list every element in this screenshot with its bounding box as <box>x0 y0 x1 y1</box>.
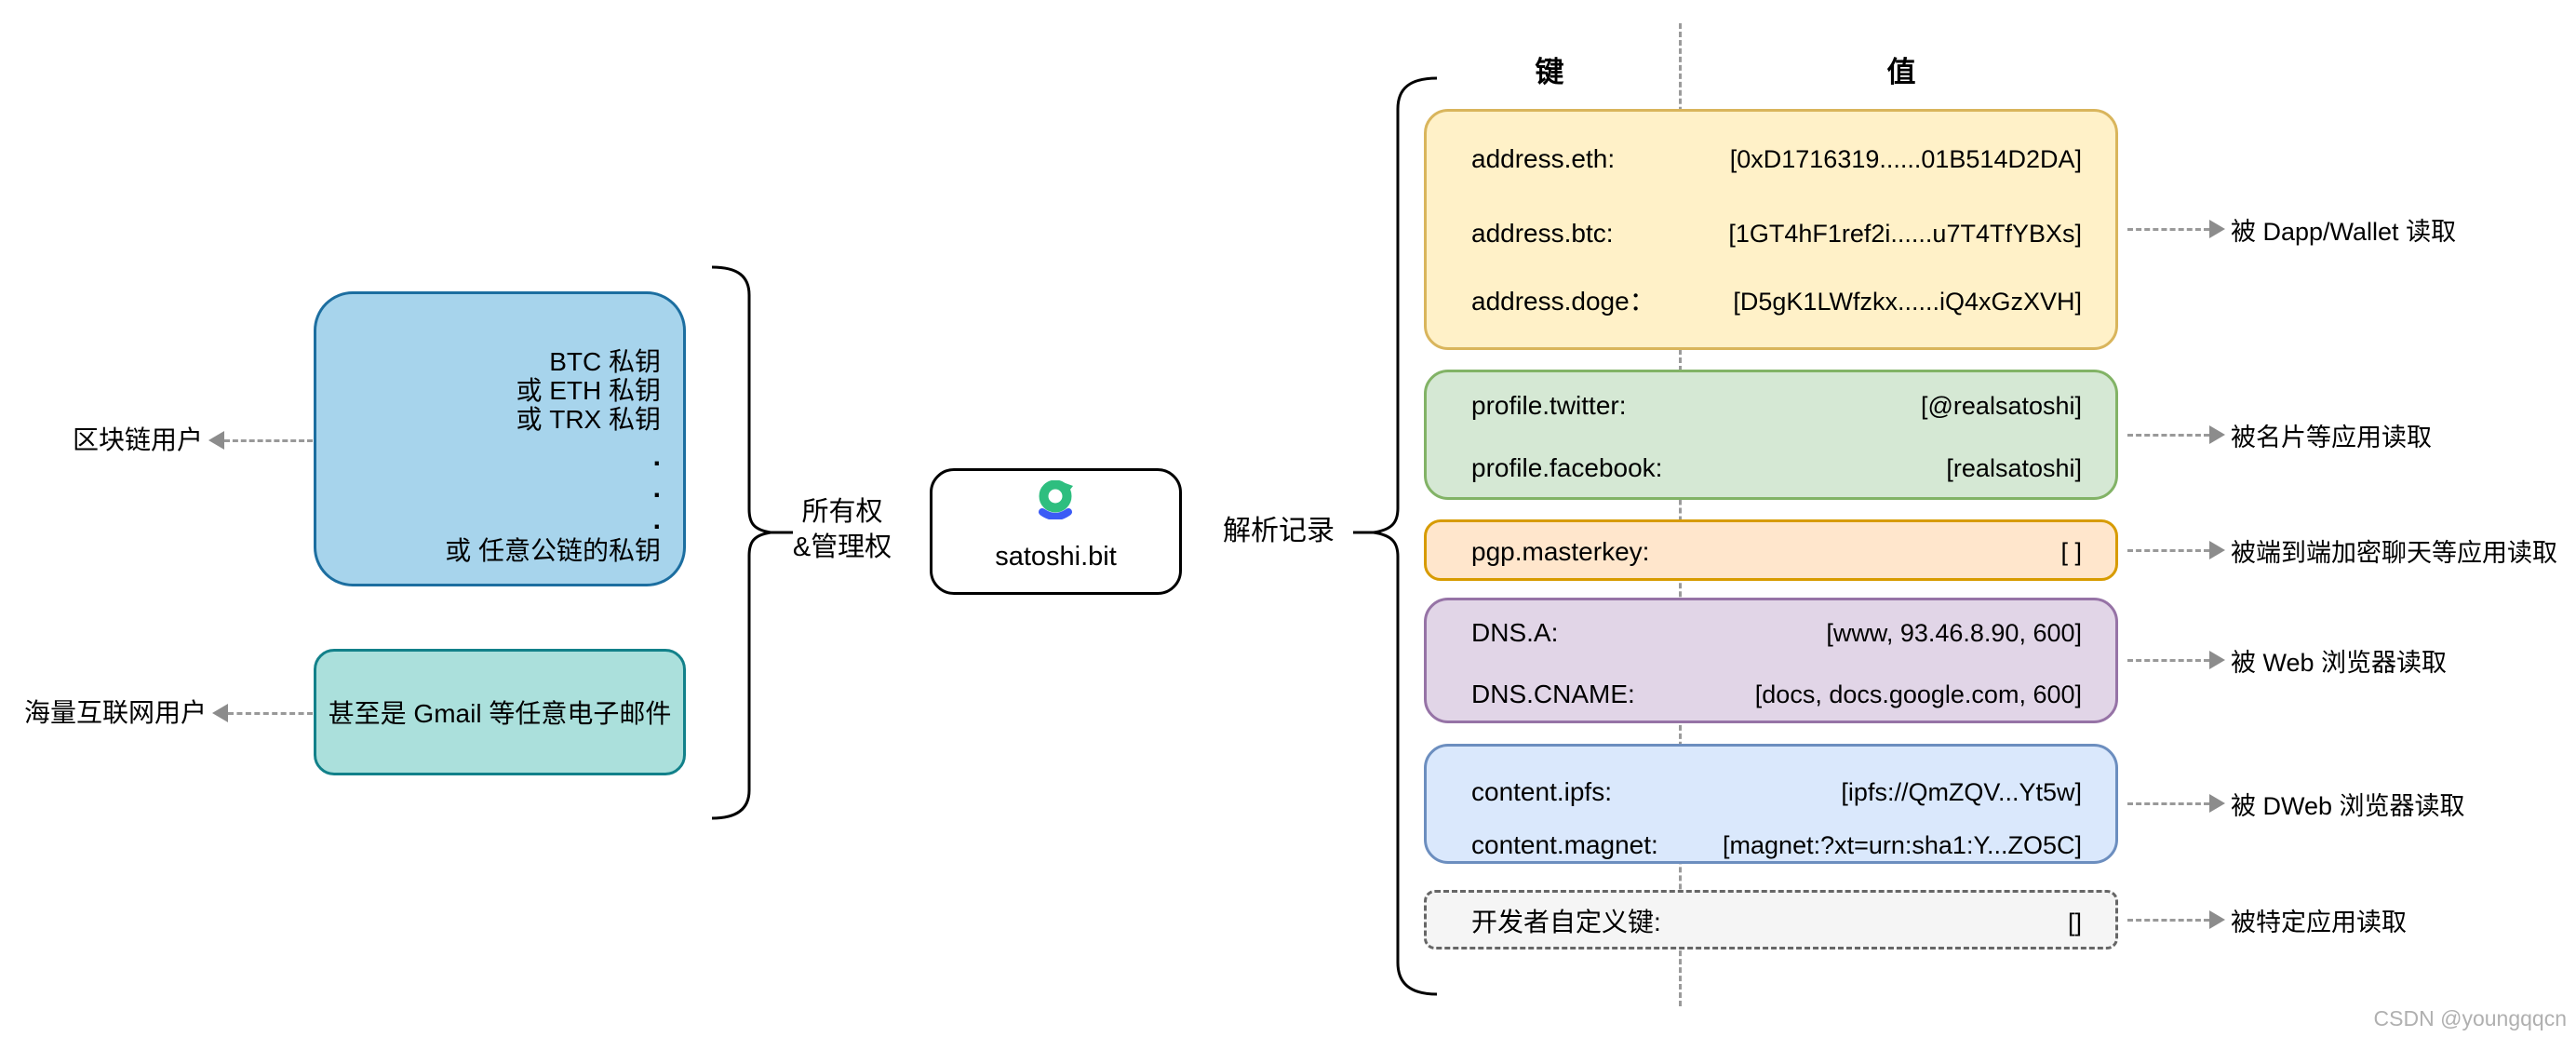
record-value: [ ] <box>2060 538 2082 566</box>
reader-label: 被 Web 浏览器读取 <box>2231 648 2448 677</box>
reader-label: 被名片等应用读取 <box>2231 423 2432 451</box>
reader-label: 被端到端加密聊天等应用读取 <box>2231 538 2557 567</box>
record-row: DNS.CNAME: [docs, docs.google.com, 600] <box>1427 678 2115 711</box>
record-group-pgp: pgp.masterkey: [ ] <box>1424 519 2118 581</box>
record-group-addresses: address.eth: [0xD1716319......01B514D2DA… <box>1424 109 2118 350</box>
record-key: address.eth: <box>1471 144 1616 173</box>
record-value: [0xD1716319......01B514D2DA] <box>1729 145 2082 173</box>
arrow-to-internet-user <box>212 704 313 722</box>
email-box-text: 甚至是 Gmail 等任意电子邮件 <box>328 699 672 728</box>
record-row: 开发者自定义键: [] <box>1427 906 2115 939</box>
email-box: 甚至是 Gmail 等任意电子邮件 <box>314 649 686 775</box>
record-row: DNS.A: [www, 93.46.8.90, 600] <box>1427 616 2115 650</box>
reader-label: 被 DWeb 浏览器读取 <box>2231 791 2465 820</box>
record-value: [@realsatoshi] <box>1921 392 2082 420</box>
dashed-line <box>2127 227 2209 231</box>
arrowhead-left-icon <box>208 431 224 450</box>
reader-label: 被 Dapp/Wallet 读取 <box>2231 217 2457 246</box>
csdn-watermark: CSDN @youngqqcn <box>2373 1006 2567 1030</box>
record-row: content.ipfs: [ipfs://QmZQV...Yt5w] <box>1427 775 2115 809</box>
arrowhead-left-icon <box>212 704 228 722</box>
record-value: [] <box>2067 909 2082 936</box>
ownership-line1: 所有权 <box>801 497 883 527</box>
key-header: 键 <box>1535 56 1564 88</box>
blockchain-user-label: 区块链用户 <box>72 425 203 454</box>
private-key-line: 或 任意公链的私钥 <box>445 536 661 565</box>
reader-arrow-custom: 被特定应用读取 <box>2127 903 2407 936</box>
record-key: 开发者自定义键: <box>1471 908 1661 936</box>
reader-arrow-dweb: 被 DWeb 浏览器读取 <box>2127 787 2465 820</box>
record-value: [1GT4hF1ref2i......u7T4TfYBXs] <box>1728 220 2082 248</box>
arrowhead-right-icon <box>2209 425 2225 444</box>
record-value: [realsatoshi] <box>1946 454 2082 482</box>
record-key: content.ipfs: <box>1471 777 1612 806</box>
reader-label: 被特定应用读取 <box>2231 908 2407 936</box>
record-group-custom: 开发者自定义键: [] <box>1424 890 2118 949</box>
ellipsis-dot: . <box>652 441 661 472</box>
record-group-profiles: profile.twitter: [@realsatoshi] profile.… <box>1424 370 2118 500</box>
arrowhead-right-icon <box>2209 220 2225 238</box>
record-row: address.doge： [D5gK1LWfzkx......iQ4xGzXV… <box>1427 285 2115 318</box>
reader-arrow-web: 被 Web 浏览器读取 <box>2127 643 2447 677</box>
reader-arrow-pgp: 被端到端加密聊天等应用读取 <box>2127 533 2557 567</box>
bit-logo-icon <box>1038 480 1073 519</box>
record-key: pgp.masterkey: <box>1471 537 1650 566</box>
dashed-line <box>224 438 313 442</box>
dashed-line <box>2127 548 2209 552</box>
arrowhead-right-icon <box>2209 794 2225 813</box>
record-value: [ipfs://QmZQV...Yt5w] <box>1841 778 2082 806</box>
record-row: address.btc: [1GT4hF1ref2i......u7T4TfYB… <box>1427 217 2115 250</box>
record-value: [magnet:?xt=urn:sha1:Y...ZO5C] <box>1723 831 2082 859</box>
domain-box: satoshi.bit <box>930 468 1182 595</box>
domain-name: satoshi.bit <box>995 542 1117 572</box>
ellipsis-dot: . <box>652 505 661 535</box>
ownership-brace <box>711 265 771 820</box>
record-key: address.doge： <box>1471 287 1656 316</box>
record-group-content: content.ipfs: [ipfs://QmZQV...Yt5w] cont… <box>1424 744 2118 864</box>
record-key: address.btc: <box>1471 219 1614 248</box>
record-value: [docs, docs.google.com, 600] <box>1754 680 2082 708</box>
internet-user-label: 海量互联网用户 <box>23 698 207 727</box>
dashed-line <box>2127 658 2209 662</box>
key-value-divider <box>1679 23 1682 1006</box>
record-key: profile.facebook: <box>1471 453 1663 482</box>
record-key: DNS.CNAME: <box>1471 680 1635 708</box>
ownership-line2: &管理权 <box>792 532 892 562</box>
record-row: profile.twitter: [@realsatoshi] <box>1427 389 2115 423</box>
private-key-line: BTC 私钥 <box>549 347 661 376</box>
record-key: content.magnet: <box>1471 830 1658 859</box>
dashed-line <box>2127 801 2209 805</box>
record-key: profile.twitter: <box>1471 391 1627 420</box>
record-row: profile.facebook: [realsatoshi] <box>1427 451 2115 485</box>
private-key-box: BTC 私钥 或 ETH 私钥 或 TRX 私钥 . . . 或 任意公链的私钥 <box>314 291 686 586</box>
reader-arrow-dapp: 被 Dapp/Wallet 读取 <box>2127 212 2456 246</box>
arrowhead-right-icon <box>2209 541 2225 559</box>
record-row: address.eth: [0xD1716319......01B514D2DA… <box>1427 142 2115 176</box>
dashed-line <box>2127 433 2209 437</box>
dashed-line <box>228 711 313 715</box>
private-key-line: 或 ETH 私钥 <box>516 376 661 405</box>
record-row: pgp.masterkey: [ ] <box>1427 535 2115 569</box>
record-row: content.magnet: [magnet:?xt=urn:sha1:Y..… <box>1427 828 2115 862</box>
records-label: 解析记录 <box>1223 516 1335 546</box>
value-header: 值 <box>1886 56 1916 88</box>
reader-arrow-profile: 被名片等应用读取 <box>2127 418 2432 451</box>
arrowhead-right-icon <box>2209 651 2225 669</box>
record-value: [www, 93.46.8.90, 600] <box>1826 619 2082 647</box>
arrow-to-blockchain-user <box>208 431 313 450</box>
private-key-line: 或 TRX 私钥 <box>516 405 661 434</box>
record-group-dns: DNS.A: [www, 93.46.8.90, 600] DNS.CNAME:… <box>1424 598 2118 723</box>
dashed-line <box>2127 918 2209 922</box>
ellipsis-dot: . <box>652 473 661 504</box>
arrowhead-right-icon <box>2209 910 2225 929</box>
record-key: DNS.A: <box>1471 618 1559 647</box>
record-value: [D5gK1LWfzkx......iQ4xGzXVH] <box>1733 288 2082 316</box>
ownership-label: 所有权 &管理权 <box>763 494 921 565</box>
